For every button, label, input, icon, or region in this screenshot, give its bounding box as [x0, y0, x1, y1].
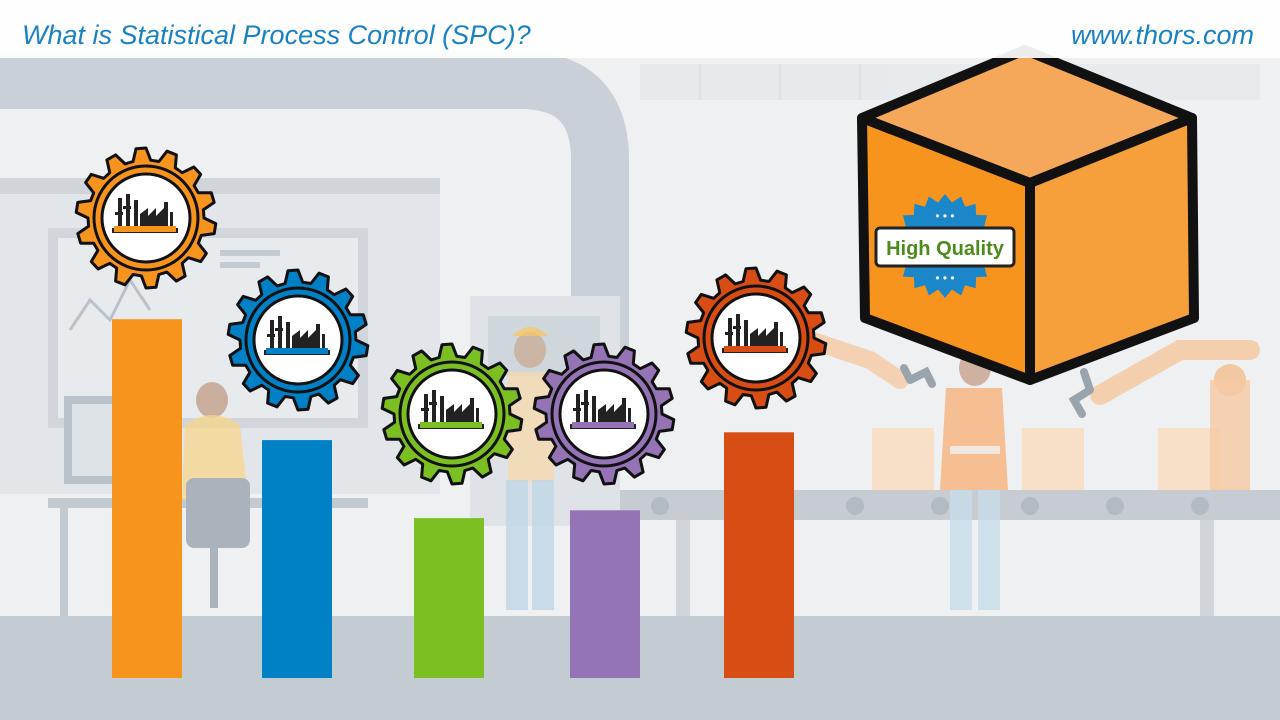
box-side-face	[1025, 113, 1199, 385]
bar-green	[414, 518, 484, 678]
bars	[112, 319, 794, 678]
bar-purple	[570, 510, 640, 678]
factory-icon	[226, 268, 370, 412]
site-url: www.thors.com	[1070, 20, 1254, 50]
bar-blue	[262, 440, 332, 678]
badge-dots-bottom: • • •	[935, 271, 954, 285]
gear-icons	[74, 146, 828, 486]
factory-icon	[380, 342, 524, 486]
badge-ribbon	[874, 226, 1016, 268]
factory-icon	[532, 342, 676, 486]
bar-red	[724, 432, 794, 678]
factory-icon	[684, 266, 828, 410]
page-title: What is Statistical Process Control (SPC…	[22, 20, 531, 50]
bar-orange	[112, 319, 182, 678]
badge-dots-top: • • •	[935, 209, 954, 223]
quality-box: High Quality • • • • • •	[857, 45, 1199, 385]
badge-label: High Quality	[886, 238, 1005, 260]
header-bar: What is Statistical Process Control (SPC…	[0, 0, 1280, 58]
factory-icon	[74, 146, 218, 290]
